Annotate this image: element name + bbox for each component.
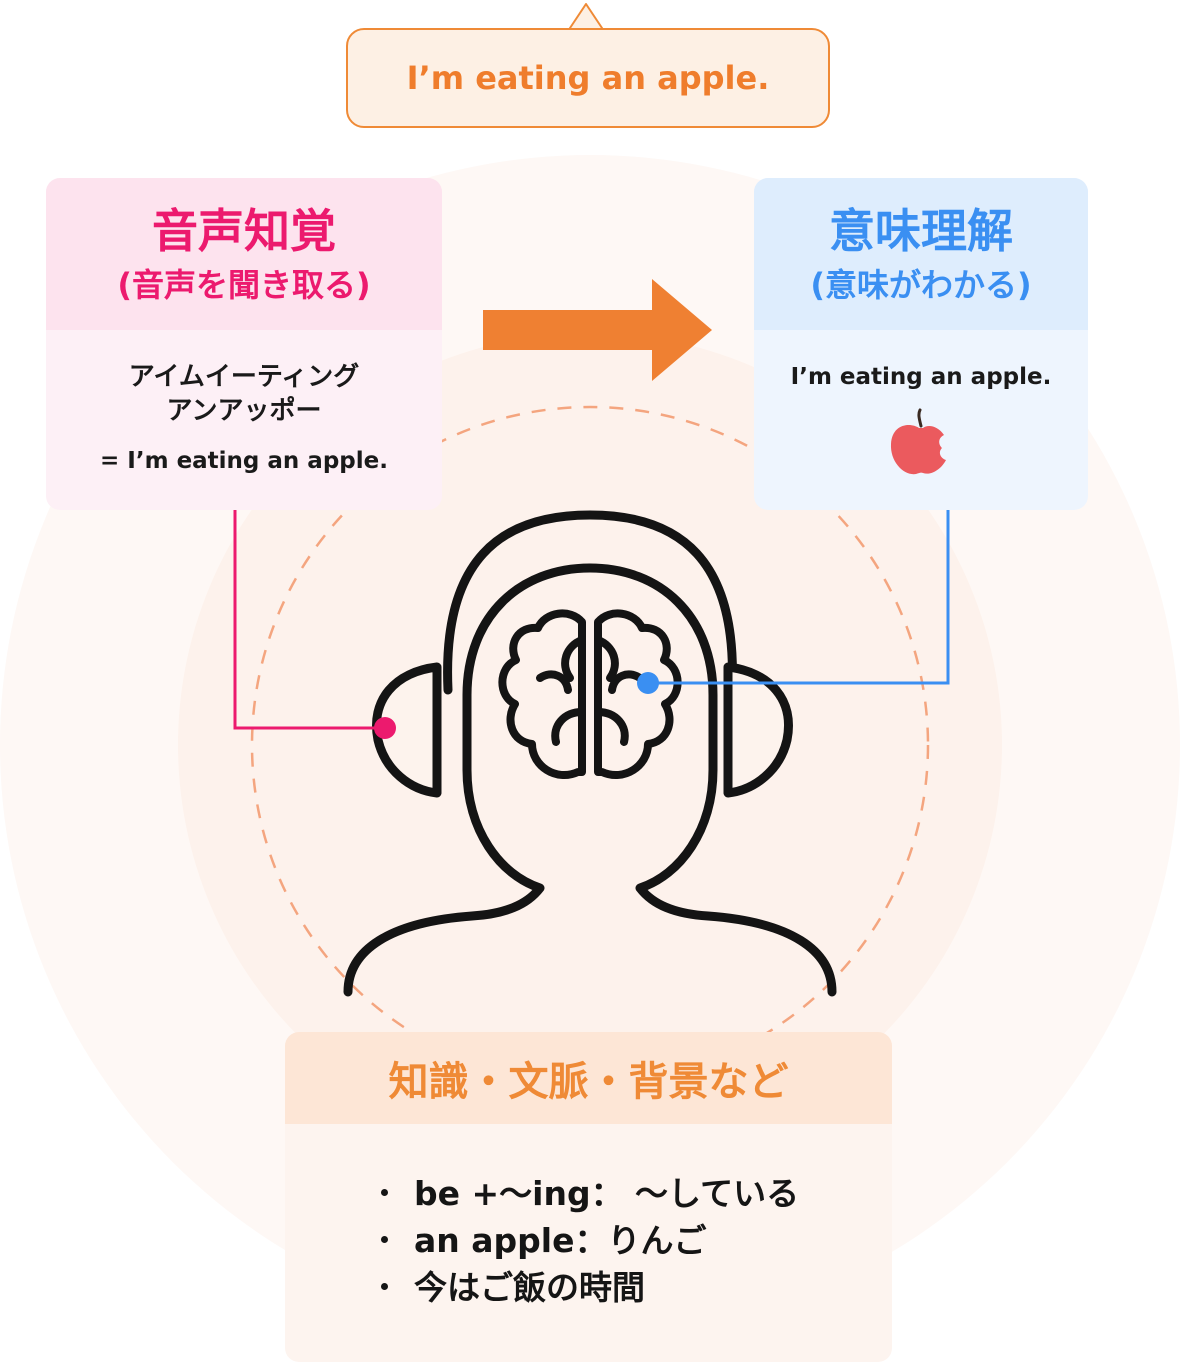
bullet-icon (381, 1236, 388, 1243)
list-item: an apple：りんご (381, 1217, 892, 1264)
face-right (585, 563, 837, 997)
comprehension-title: 意味理解 (829, 204, 1013, 258)
apple-icon (890, 408, 946, 475)
perception-card-body: アイムイーティング アンアッポー = I’m eating an apple. (46, 330, 442, 474)
speech-bubble-text: I’m eating an apple. (406, 59, 770, 97)
perception-card: 音声知覚 (音声を聞き取る) アイムイーティング アンアッポー = I’m ea… (46, 178, 442, 510)
arrow-right-icon (483, 279, 712, 381)
katakana-line-1: アイムイーティング (128, 362, 360, 392)
right-earcup (723, 662, 793, 798)
inner-glow-circle (178, 333, 1002, 1157)
katakana-line-2: アンアッポー (166, 396, 322, 426)
face-left (343, 563, 595, 997)
comprehension-subtitle: (意味がわかる) (810, 266, 1032, 304)
perception-connector (233, 510, 385, 730)
headband (443, 510, 737, 695)
bullet-icon (381, 1283, 388, 1290)
bubble-pointer (567, 3, 605, 32)
knowledge-title: 知識・文脈・背景など (388, 1059, 789, 1105)
brain-icon (498, 609, 682, 780)
brain-right-folds (594, 636, 644, 746)
perception-title: 音声知覚 (152, 204, 336, 258)
brain-left-hemisphere (498, 609, 586, 780)
knowledge-card-header: 知識・文脈・背景など (285, 1032, 892, 1124)
perception-dot (374, 717, 396, 739)
bullet-icon (381, 1189, 388, 1196)
perception-card-header: 音声知覚 (音声を聞き取る) (46, 178, 442, 330)
knowledge-card: 知識・文脈・背景など be +〜ing： 〜している an apple：りんご … (285, 1032, 892, 1362)
perception-equation: = I’m eating an apple. (100, 448, 388, 474)
comprehension-card-header: 意味理解 (意味がわかる) (754, 178, 1088, 330)
comprehension-card: 意味理解 (意味がわかる) I’m eating an apple. (754, 178, 1088, 510)
comprehension-dot (637, 672, 659, 694)
left-earcup (372, 662, 442, 798)
brain-left-folds (536, 636, 586, 746)
knowledge-list: be +〜ing： 〜している an apple：りんご 今はご飯の時間 (285, 1124, 892, 1311)
list-item: be +〜ing： 〜している (381, 1170, 892, 1217)
comprehension-card-body: I’m eating an apple. (754, 330, 1088, 480)
speech-bubble: I’m eating an apple. (346, 28, 830, 128)
comprehension-connector (648, 510, 950, 685)
list-item: 今はご飯の時間 (381, 1264, 892, 1311)
perception-subtitle: (音声を聞き取る) (117, 266, 371, 304)
brain-right-hemisphere (594, 609, 682, 780)
comprehension-sentence: I’m eating an apple. (790, 364, 1052, 390)
head-with-headphones-icon (343, 510, 837, 997)
